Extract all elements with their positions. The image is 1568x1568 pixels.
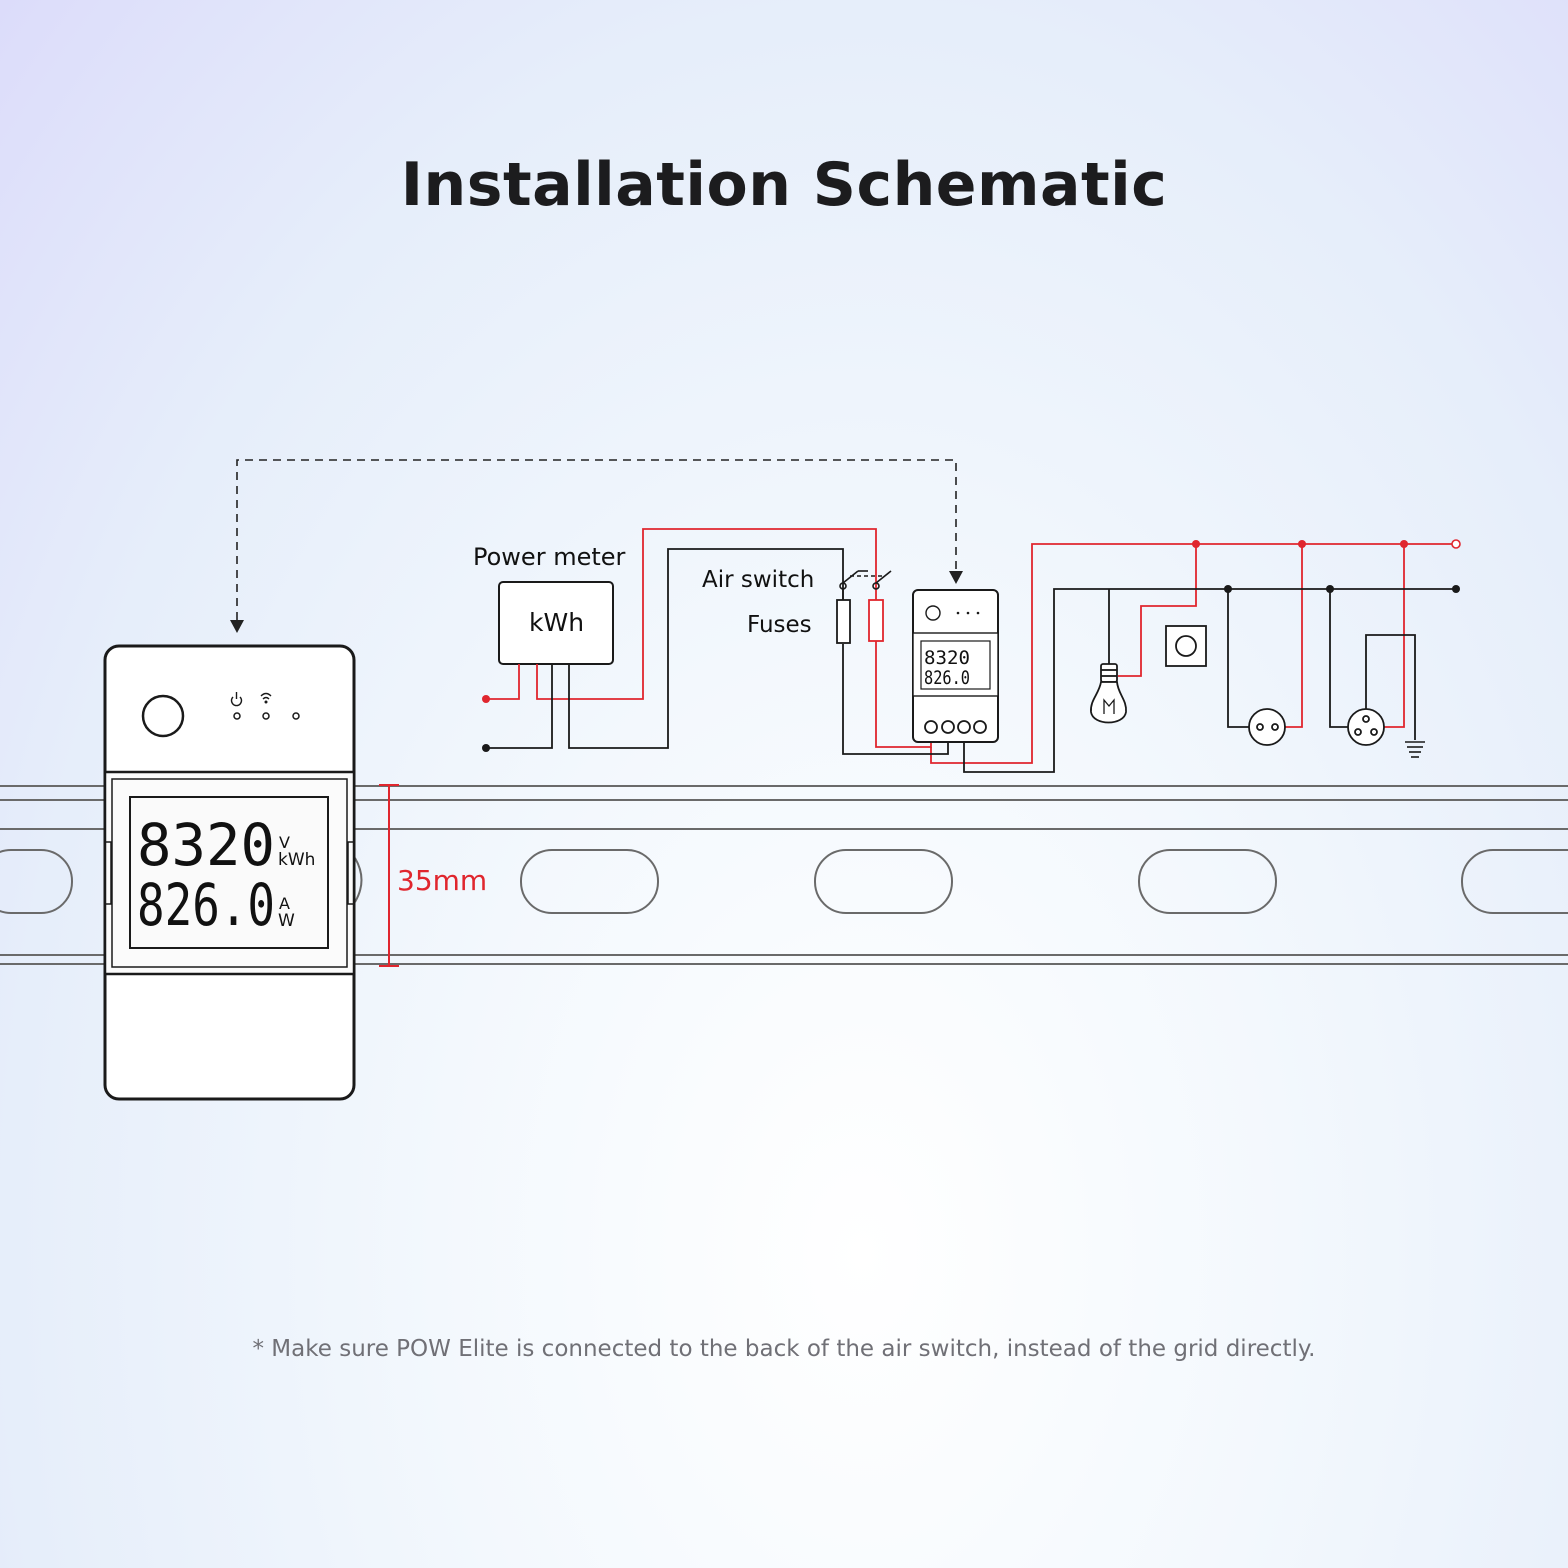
air-switch-symbol: [839, 570, 892, 600]
socket-icon: [1248, 708, 1286, 746]
display-row2-unit-top: A: [279, 894, 290, 913]
terminal: [973, 720, 987, 734]
ground-icon: [1405, 741, 1425, 758]
small-display-row2: 826.0: [924, 667, 970, 689]
rail-dimension: 35mm: [379, 784, 487, 967]
live-wiring: [486, 528, 1456, 764]
display-row2-unit-bottom: W: [278, 911, 295, 931]
status-led: [262, 712, 270, 720]
terminal: [957, 720, 971, 734]
light-bulb-icon: [1090, 663, 1127, 724]
display-row1-value: 8320: [137, 811, 275, 879]
status-led: [292, 712, 300, 720]
page-title: Installation Schematic: [400, 150, 1168, 220]
power-meter-label: Power meter: [473, 543, 626, 571]
display-row1-unit-bottom: kWh: [278, 850, 315, 870]
footnote: * Make sure POW Elite is connected to th…: [252, 1336, 1316, 1362]
rail-width-label: 35mm: [397, 864, 487, 897]
wall-switch-icon: [1165, 625, 1207, 667]
terminal: [924, 720, 938, 734]
power-meter: kWh: [498, 581, 614, 665]
side-clips: [104, 841, 355, 905]
device-button[interactable]: [141, 694, 185, 738]
mapping-arrow: [230, 459, 963, 633]
power-icon: [230, 692, 243, 707]
fuses: [836, 599, 884, 644]
status-led: [233, 712, 241, 720]
fuses-label: Fuses: [747, 612, 812, 638]
pow-elite-device: 8320 V kWh 826.0 A W: [103, 644, 356, 1101]
air-switch-label: Air switch: [702, 567, 814, 593]
pow-elite-device-small: 8320 826.0: [912, 589, 999, 743]
display-row2-value: 826.0: [137, 871, 275, 939]
terminal: [941, 720, 955, 734]
grounded-socket-icon: [1347, 634, 1416, 746]
display-row1-unit-top: V: [279, 833, 290, 852]
kwh-label: kWh: [529, 608, 584, 637]
junction-dots: [482, 539, 1461, 752]
neutral-wiring: [486, 548, 1456, 773]
wifi-icon: [260, 692, 272, 704]
small-display-row1: 8320: [924, 647, 970, 669]
